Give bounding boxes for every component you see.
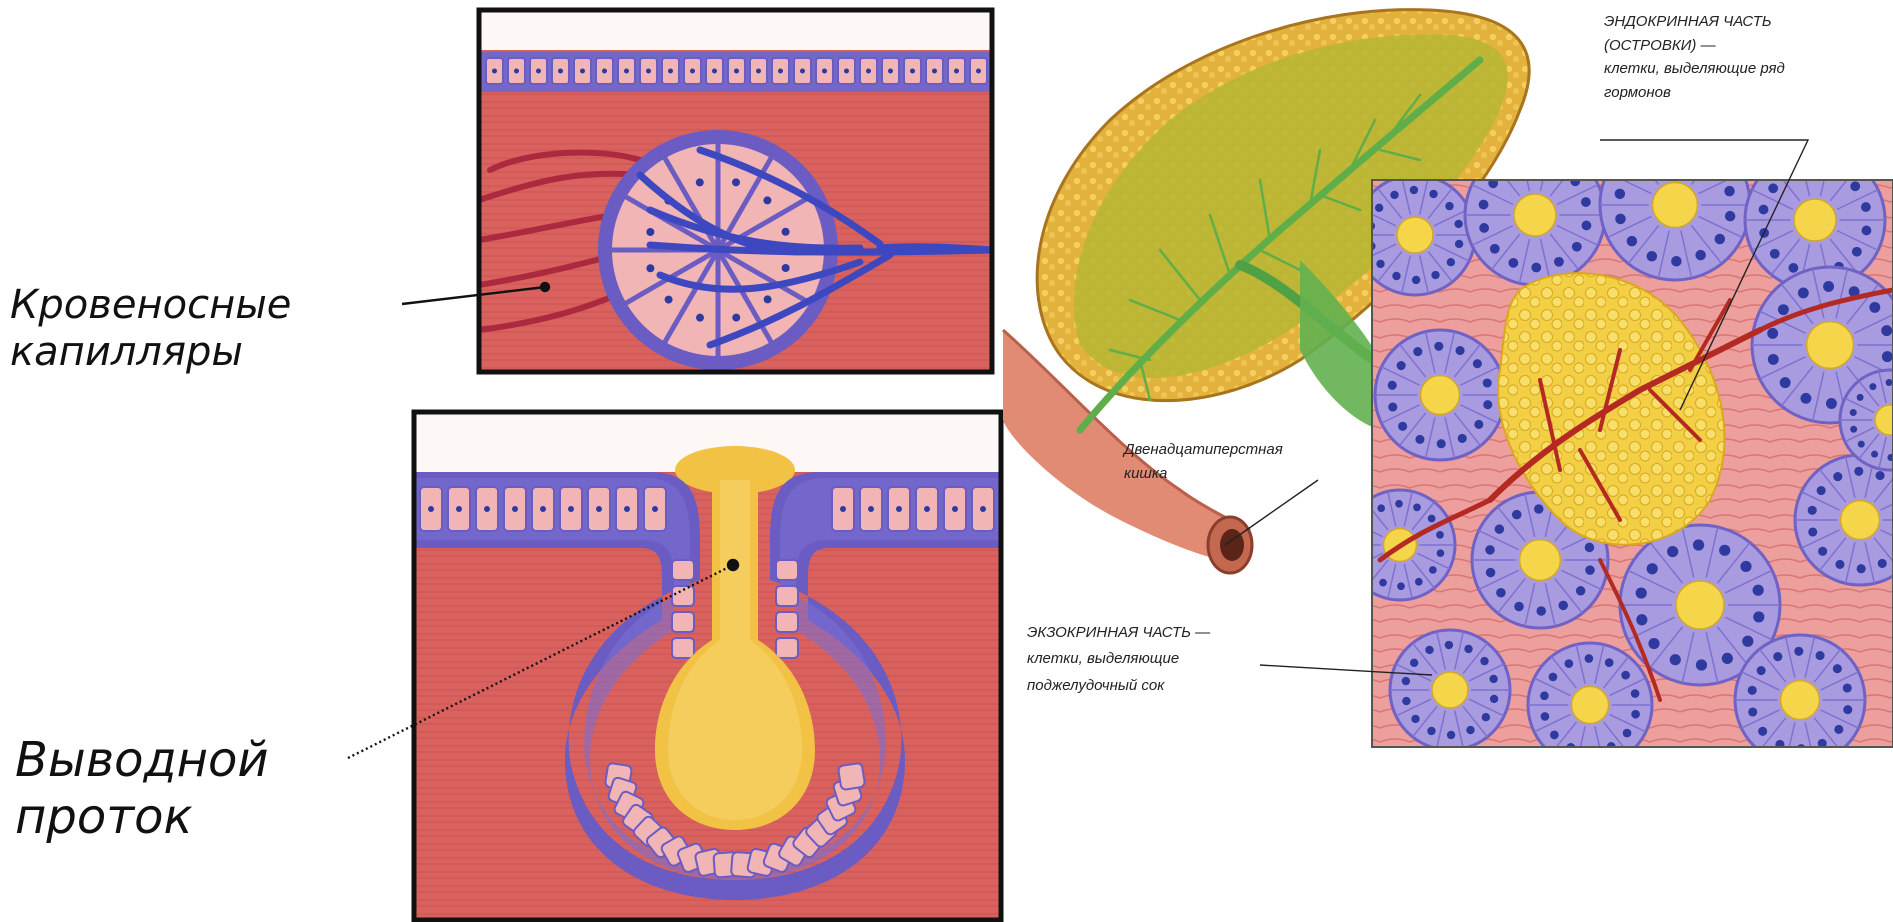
endocrine-label-line3: клетки, выделяющие ряд: [1604, 57, 1785, 81]
duodenum-leader-line: [1225, 480, 1318, 545]
endocrine-label: ЭНДОКРИННАЯ ЧАСТЬ (ОСТРОВКИ) — клетки, в…: [1604, 10, 1785, 105]
exocrine-label-line2: клетки, выделяющие: [1027, 646, 1210, 672]
duct-leader-dot: [728, 560, 738, 570]
duct-label-line2: проток: [15, 789, 269, 846]
pancreas-section-panel: [1345, 130, 1893, 767]
capillaries-label: Кровеносные капилляры: [10, 282, 291, 376]
exocrine-label: ЭКЗОКРИННАЯ ЧАСТЬ — клетки, выделяющие п…: [1027, 620, 1210, 699]
endocrine-label-line1: ЭНДОКРИННАЯ ЧАСТЬ: [1604, 10, 1785, 34]
capillaries-panel: [479, 10, 992, 372]
duct-panel: [414, 412, 1022, 920]
duct-label: Выводной проток: [15, 732, 269, 845]
capillaries-label-line1: Кровеносные: [10, 282, 291, 329]
capillaries-label-line2: капилляры: [10, 329, 291, 376]
endocrine-label-line2: (ОСТРОВКИ) —: [1604, 34, 1785, 58]
duodenum-label-line2: кишка: [1124, 462, 1283, 486]
exocrine-label-line3: поджелудочный сок: [1027, 673, 1210, 699]
exocrine-label-line1: ЭКЗОКРИННАЯ ЧАСТЬ —: [1027, 620, 1210, 646]
duodenum-label-line1: Двенадцатиперстная: [1124, 438, 1283, 462]
capillaries-leader-dot: [541, 283, 549, 291]
endocrine-label-line4: гормонов: [1604, 81, 1785, 105]
duct-label-line1: Выводной: [15, 732, 269, 789]
duodenum-label: Двенадцатиперстная кишка: [1124, 438, 1283, 486]
